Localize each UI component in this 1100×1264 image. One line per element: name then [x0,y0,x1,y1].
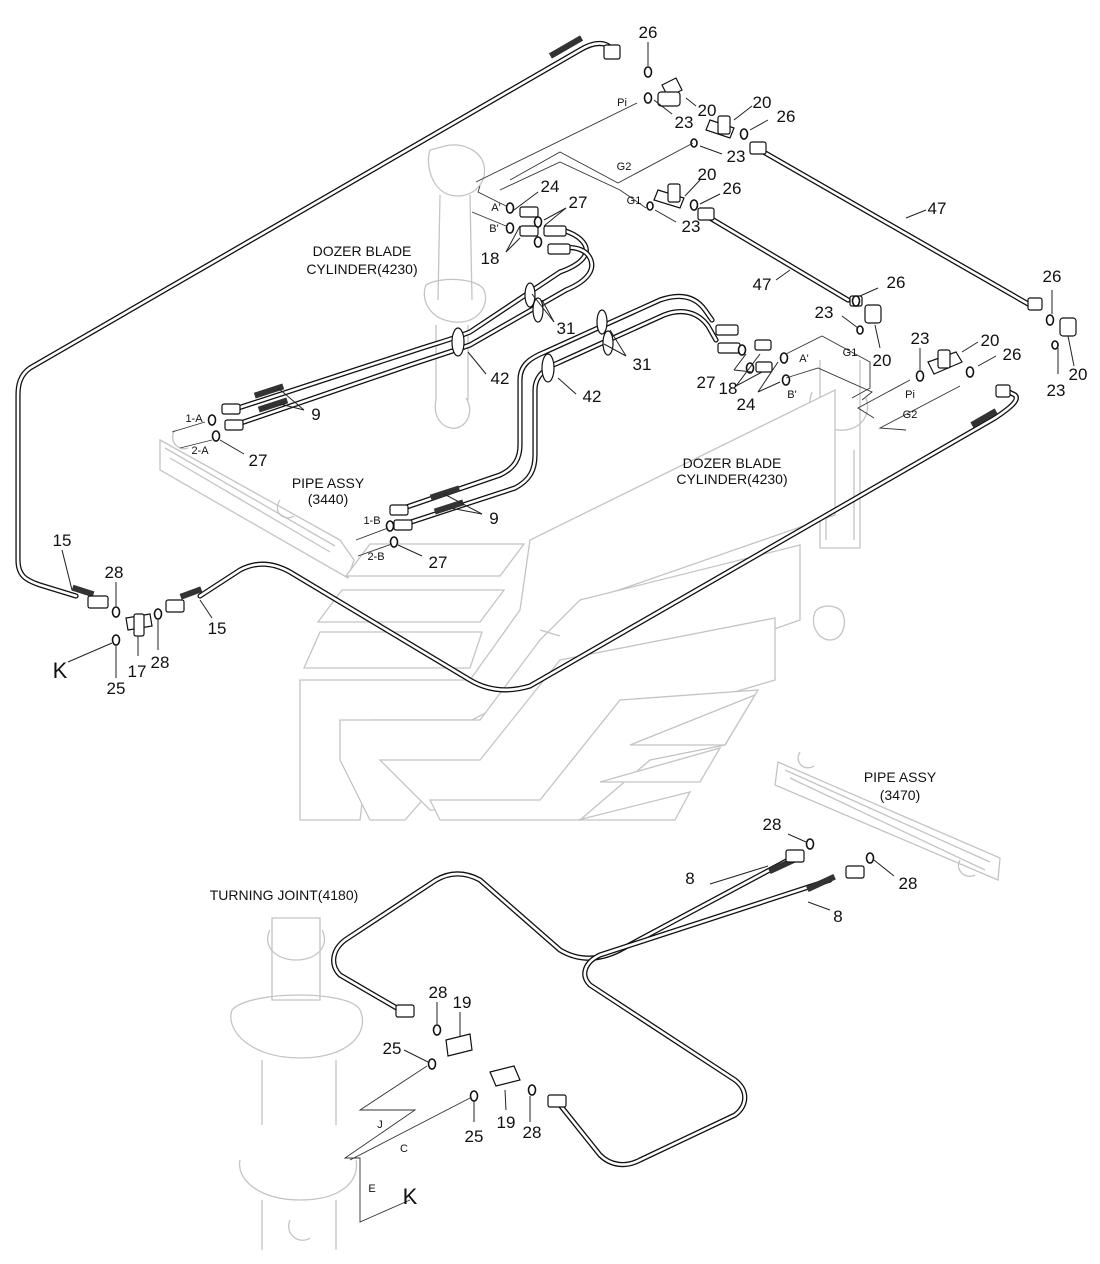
callout-27: 27 [249,451,268,470]
callout-28: 28 [429,983,448,1002]
hoses [15,40,1033,1168]
port-label-2a: 2-A [191,445,209,457]
port-label-e: E [368,1183,375,1195]
callout-9: 9 [311,405,320,424]
port-label-a-prime-right: A' [799,353,808,365]
callout-28: 28 [151,653,170,672]
dozer-cylinder-right-line2: CYLINDER(4230) [676,471,787,487]
callout-23: 23 [727,147,746,166]
callout-20: 20 [1069,365,1088,384]
callout-28: 28 [105,563,124,582]
port-label-g2-top: G2 [617,161,632,173]
port-label-g1-top: G1 [627,195,642,207]
port-label-b-prime-right: B' [787,389,796,401]
callout-20: 20 [873,351,892,370]
braided-sections [71,35,998,893]
connection-k-left: K [53,658,68,683]
callout-20: 20 [753,93,772,112]
callout-25: 25 [465,1127,484,1146]
callout-18: 18 [719,379,738,398]
port-label-b-prime-left: B' [489,223,498,235]
callout-26: 26 [777,107,796,126]
callout-31: 31 [633,355,652,374]
port-label-1b: 1-B [363,515,380,527]
hose-clamps [451,282,614,383]
callout-23: 23 [815,303,834,322]
callout-26: 26 [1003,345,1022,364]
callout-19: 19 [453,993,472,1012]
callout-26: 26 [639,23,658,42]
callout-24: 24 [541,177,560,196]
callout-26: 26 [887,273,906,292]
turning-joint-outline [230,917,364,1250]
callout-27: 27 [569,193,588,212]
callout-15: 15 [208,619,227,638]
dozer-cylinder-left-line1: DOZER BLADE [313,243,412,259]
dozer-cylinder-left-line2: CYLINDER(4230) [306,261,417,277]
leader-lines [61,42,1075,1122]
port-label-j: J [377,1119,383,1131]
port-label-g2-right: G2 [903,409,918,421]
callout-25: 25 [107,679,126,698]
callout-25: 25 [383,1039,402,1058]
callout-47: 47 [928,199,947,218]
callout-28: 28 [763,815,782,834]
callout-28: 28 [523,1123,542,1142]
fittings [87,44,1077,1108]
callout-23: 23 [911,329,930,348]
callout-23: 23 [1047,381,1066,400]
callout-26: 26 [1043,267,1062,286]
callout-18: 18 [481,249,500,268]
port-label-2b: 2-B [367,551,384,563]
callout-23: 23 [682,217,701,236]
left-dozer-cylinder-outline [423,144,487,429]
port-label-c: C [400,1143,408,1155]
callout-42: 42 [583,387,602,406]
port-labels: Pi G2 G1 A' B' A' B' G1 Pi G2 1-A 2-A 1-… [185,97,917,1195]
turning-joint-label: TURNING JOINT(4180) [210,887,359,903]
callout-26: 26 [723,179,742,198]
callouts: 26 20 23 20 26 23 24 20 26 27 23 47 18 4… [53,23,1088,1146]
port-routing-lines [171,102,961,1223]
callout-8: 8 [833,907,842,926]
callout-42: 42 [491,369,510,388]
callout-27: 27 [697,373,716,392]
port-label-1a: 1-A [185,413,203,425]
o-rings [111,66,1059,1102]
callout-31: 31 [557,319,576,338]
port-label-pi-right: Pi [905,389,915,401]
pipe-assy-3470-outline [774,751,1001,881]
connection-k-bottom: K [403,1184,418,1209]
pipe-assy-3470-line2: (3470) [880,787,920,803]
hose-15-outer [15,40,615,599]
callout-20: 20 [698,165,717,184]
port-label-g1-right: G1 [843,347,858,359]
pipe-assy-3440-line1: PIPE ASSY [292,475,365,491]
pipe-assy-3470-line1: PIPE ASSY [864,769,937,785]
callout-20: 20 [981,331,1000,350]
callout-23: 23 [675,113,694,132]
port-label-pi-top: Pi [617,97,627,109]
callout-15: 15 [53,531,72,550]
callout-28: 28 [899,874,918,893]
callout-24: 24 [737,395,756,414]
callout-8: 8 [685,869,694,888]
callout-17: 17 [128,662,147,681]
dozer-cylinder-right-line1: DOZER BLADE [683,455,782,471]
component-labels: DOZER BLADE CYLINDER(4230) DOZER BLADE C… [210,243,937,903]
callout-9: 9 [489,509,498,528]
callout-20: 20 [698,101,717,120]
callout-27: 27 [429,553,448,572]
port-label-a-prime-left: A' [491,202,500,214]
callout-47: 47 [753,275,772,294]
connection-markers: K K [53,658,418,1209]
callout-19: 19 [497,1113,516,1132]
pipe-assy-3440-line2: (3440) [308,491,348,507]
